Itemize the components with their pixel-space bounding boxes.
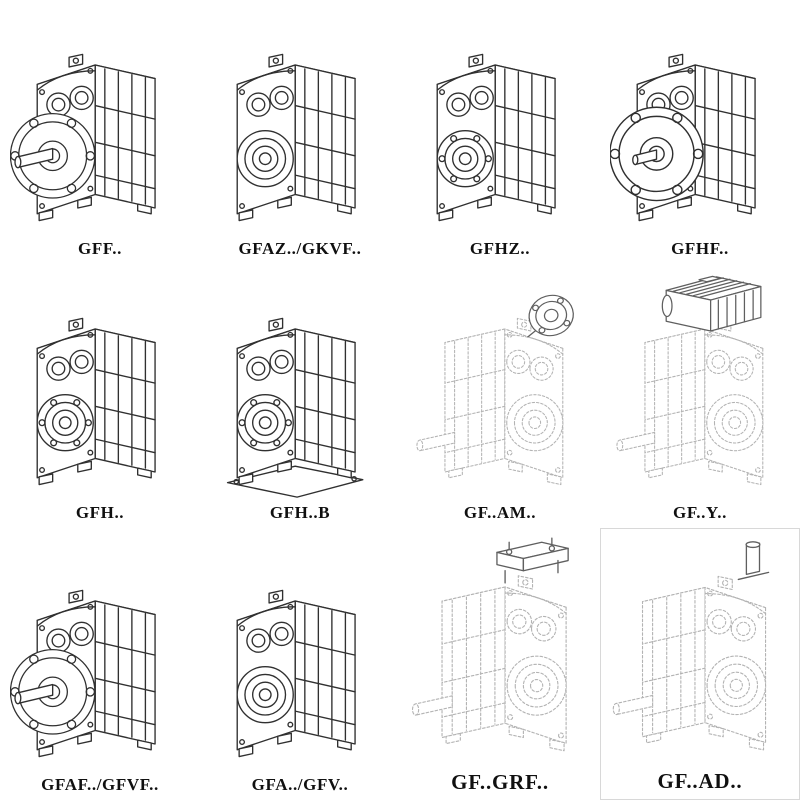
catalog-cell-gfaz-gkvf: GFAZ../GKVF.. — [200, 0, 400, 264]
drawing-gfhf-large-flange-gearbox — [610, 53, 756, 222]
model-label: GFF.. — [78, 239, 122, 258]
model-label: GFA../GFV.. — [251, 775, 349, 794]
drawing-gfhb-bore-baseplate-gearbox — [226, 317, 364, 498]
model-label: GFH.. — [75, 503, 125, 522]
drawing-gfa-hollow-bore-gearbox — [236, 589, 356, 758]
model-label: GFHZ.. — [469, 239, 531, 258]
catalog-cell-gff: GFF.. — [0, 0, 200, 264]
drawing-gf-grf-bracket-gearbox — [405, 537, 569, 767]
catalog-cell-gfhf: GFHF.. — [600, 0, 800, 264]
catalog-cell-gfhz: GFHZ.. — [400, 0, 600, 264]
model-label: GF..AD.. — [657, 769, 743, 793]
drawing-gff-flange-shaft-gearbox — [10, 53, 156, 222]
catalog-cell-gfaf-gfvf: GFAF../GFVF.. — [0, 528, 200, 800]
drawing-gf-ad-shaft-adapter-gearbox — [605, 541, 770, 766]
model-label: GFHF.. — [671, 239, 729, 258]
model-label: GFAF../GFVF.. — [41, 775, 159, 794]
drawing-gfhz-bore-boltring-gearbox — [436, 53, 556, 222]
drawing-gf-y-motorized-gearbox — [610, 275, 790, 500]
model-label: GFAZ../GKVF.. — [238, 239, 362, 258]
model-label: GF..Y.. — [673, 503, 727, 522]
catalog-cell-gf-ad: GF..AD.. — [600, 528, 800, 800]
drawing-gf-am-motor-adapter-gearbox — [410, 289, 579, 500]
model-label: GF..AM.. — [463, 503, 537, 522]
catalog-cell-gf-grf: GF..GRF.. — [400, 528, 600, 800]
catalog-cell-gf-am: GF..AM.. — [400, 264, 600, 528]
catalog-cell-gfa-gfv: GFA../GFV.. — [200, 528, 400, 800]
drawing-gfaf-flange-shaft-gearbox — [10, 589, 156, 758]
catalog-cell-gfh: GFH.. — [0, 264, 200, 528]
model-label: GFH..B — [269, 503, 331, 522]
drawing-gfaz-hollow-bore-gearbox — [236, 53, 356, 222]
catalog-cell-gfh-b: GFH..B — [200, 264, 400, 528]
drawing-gfh-bore-gearbox — [36, 317, 156, 486]
model-label: GF..GRF.. — [451, 770, 549, 794]
catalog-cell-gf-y: GF..Y.. — [600, 264, 800, 528]
